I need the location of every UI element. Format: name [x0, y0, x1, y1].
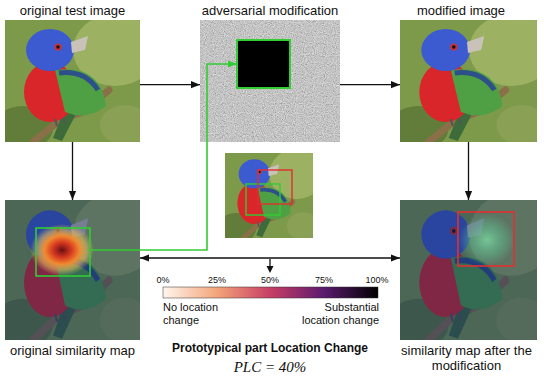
image-panel: adversarial modification: [200, 20, 340, 142]
map-overlay: [400, 200, 537, 340]
scale-note: Substantial location change: [292, 301, 379, 327]
image-panel: similarity map after the modification: [400, 200, 537, 340]
image-panel: original test image: [5, 20, 140, 142]
caption-text: original similarity map: [10, 343, 135, 358]
caption-text: original test image: [0, 3, 170, 18]
heatmap: [30, 224, 94, 276]
flow-arrow: [140, 84, 200, 85]
tick-label: 0%: [147, 275, 179, 286]
heatmap: [459, 214, 515, 266]
similarity-image-after: [388, 193, 544, 349]
modified-image: [388, 14, 544, 150]
panel-caption: similarity map after the modification: [393, 343, 540, 373]
caption-text: modified image: [380, 3, 542, 18]
flow-arrow: [72, 142, 73, 200]
part-link: [90, 64, 237, 250]
panel-caption: original similarity map: [10, 343, 135, 358]
similarity-image: [0, 193, 157, 349]
panel-caption: original test image: [0, 3, 170, 18]
part-box: [246, 184, 280, 215]
arrow-head: [267, 266, 274, 273]
comparison-image: [217, 149, 324, 244]
image-panel: original similarity map: [5, 200, 140, 340]
patch-box: [237, 40, 290, 88]
scale-note: No location change: [163, 301, 235, 327]
panel-caption: modified image: [380, 3, 542, 18]
panel-caption: adversarial modification: [170, 3, 370, 18]
flow-arrow: [340, 84, 400, 85]
tick-label: 75%: [308, 275, 340, 286]
tick-label: 50%: [254, 275, 286, 286]
part-box: [258, 170, 292, 204]
pointer-line: [269, 259, 270, 267]
part-box: [458, 212, 514, 266]
flow-arrow: [468, 142, 469, 200]
metric-value: PLC = 40%: [200, 358, 340, 376]
caption-text: similarity map after the modification: [393, 343, 540, 373]
test-image: [0, 14, 157, 150]
color-bar: [163, 287, 378, 298]
part-box: [36, 228, 90, 276]
image-panel: modified image: [400, 20, 537, 142]
tick-label: 25%: [201, 275, 233, 286]
metric-name: Prototypical part Location Change: [140, 341, 400, 355]
tick-label: 100%: [360, 275, 394, 286]
caption-text: adversarial modification: [170, 3, 370, 18]
map-overlay: [5, 200, 140, 340]
flow-arrow: [140, 257, 400, 258]
noise-image: [200, 20, 340, 142]
